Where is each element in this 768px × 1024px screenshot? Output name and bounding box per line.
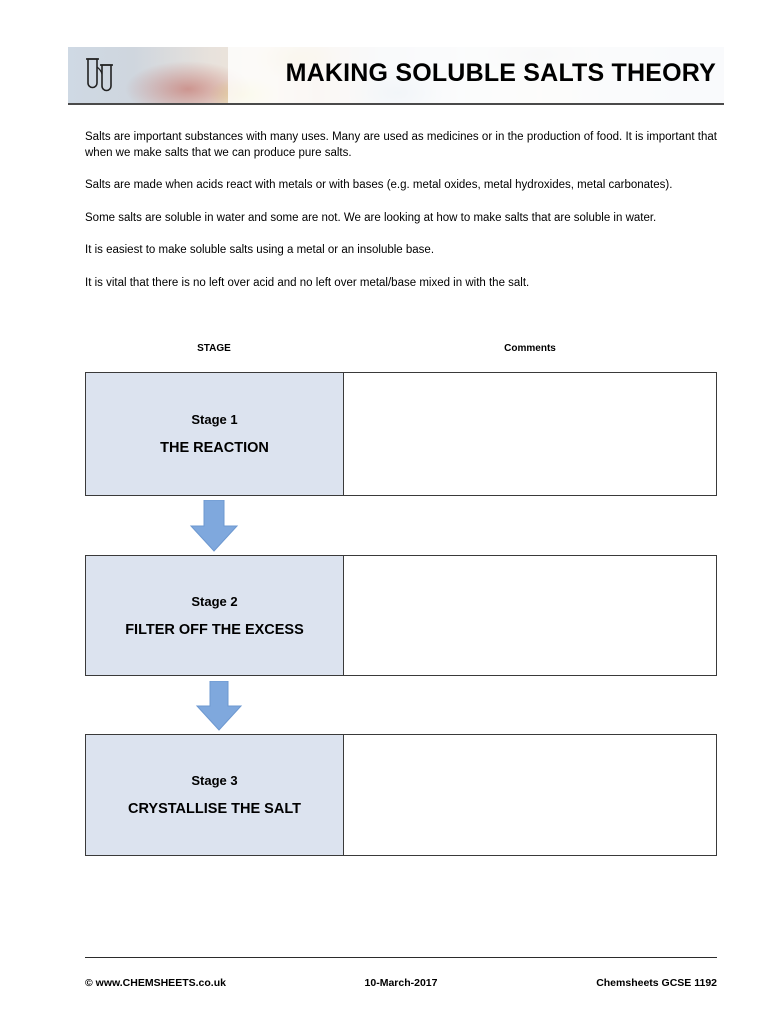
- header-white-overlay: [228, 47, 724, 103]
- stage-3-label-cell: Stage 3 CRYSTALLISE THE SALT: [86, 735, 344, 855]
- stage-1-label-cell: Stage 1 THE REACTION: [86, 373, 344, 495]
- stage-row-2: Stage 2 FILTER OFF THE EXCESS: [85, 555, 717, 676]
- stage-2-comments-cell[interactable]: [344, 556, 716, 675]
- stage-3-name: CRYSTALLISE THE SALT: [128, 801, 301, 817]
- paragraph-4: It is easiest to make soluble salts usin…: [85, 244, 435, 256]
- down-arrow-icon-1: [187, 499, 241, 552]
- footer-reference: Chemsheets GCSE 1192: [596, 977, 717, 989]
- stage-1-number: Stage 1: [191, 412, 238, 427]
- test-tubes-icon: [76, 53, 124, 97]
- stage-3-number: Stage 3: [191, 773, 238, 788]
- column-header-comments: Comments: [504, 343, 556, 354]
- stage-row-1: Stage 1 THE REACTION: [85, 372, 717, 496]
- paragraph-1: Salts are important substances with many…: [85, 131, 717, 159]
- paragraph-2: Salts are made when acids react with met…: [85, 179, 673, 191]
- stage-3-comments-cell[interactable]: [344, 735, 716, 855]
- stage-1-comments-cell[interactable]: [344, 373, 716, 495]
- footer-divider: [85, 957, 717, 958]
- footer-copyright: © www.CHEMSHEETS.co.uk: [85, 977, 226, 989]
- stage-2-label-cell: Stage 2 FILTER OFF THE EXCESS: [86, 556, 344, 675]
- page-title: MAKING SOLUBLE SALTS THEORY: [285, 59, 716, 87]
- down-arrow-icon-2: [194, 680, 248, 731]
- column-header-stage: STAGE: [197, 343, 231, 354]
- stage-1-name: THE REACTION: [160, 440, 269, 456]
- paragraph-5: It is vital that there is no left over a…: [85, 276, 530, 289]
- stage-2-name: FILTER OFF THE EXCESS: [125, 621, 304, 638]
- stage-row-3: Stage 3 CRYSTALLISE THE SALT: [85, 734, 717, 856]
- page-footer: © www.CHEMSHEETS.co.uk 10-March-2017 Che…: [85, 977, 717, 989]
- page-header: MAKING SOLUBLE SALTS THEORY: [68, 47, 724, 105]
- intro-text: Salts are important substances with many…: [85, 130, 717, 308]
- paragraph-3: Some salts are soluble in water and some…: [85, 211, 657, 224]
- stage-2-number: Stage 2: [191, 593, 238, 609]
